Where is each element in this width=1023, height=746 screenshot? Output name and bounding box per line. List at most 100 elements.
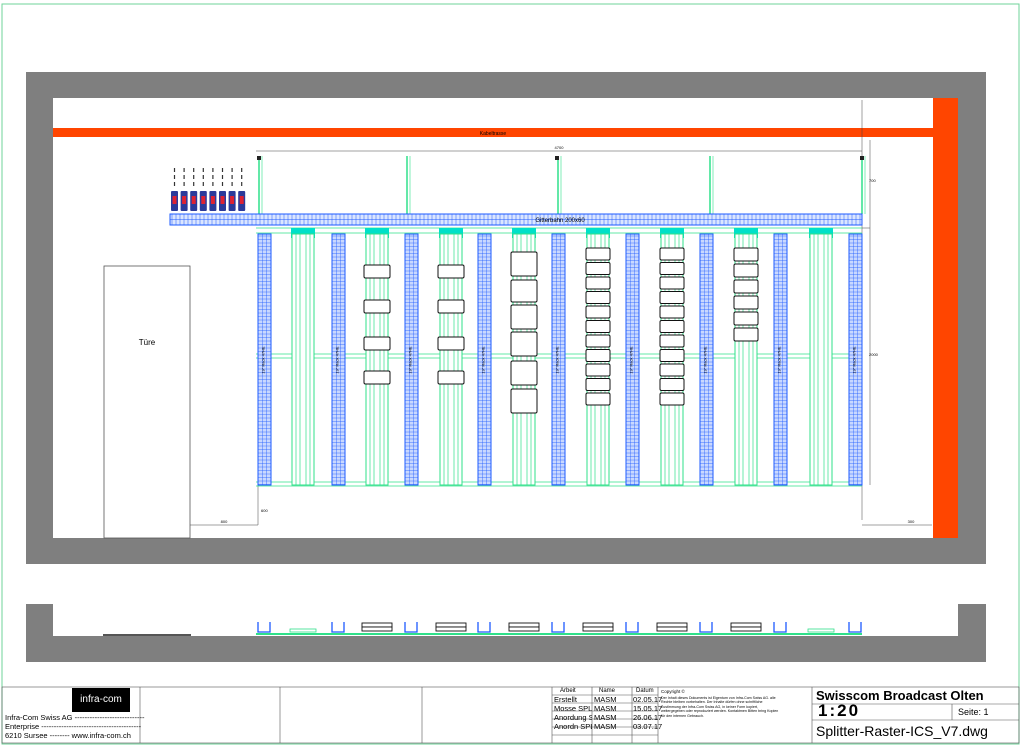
patch-panel (585, 392, 611, 406)
patch-panel (659, 276, 685, 290)
patch-panel (585, 378, 611, 391)
company-line-1: Infra-Com Swiss AG ---------------------… (5, 713, 145, 722)
patch-panel (733, 279, 759, 294)
project-title: Swisscom Broadcast Olten (816, 688, 984, 703)
blue-rack-frame (625, 233, 640, 486)
front-door (103, 634, 191, 636)
front-rack-device (582, 626, 614, 632)
splitter-chassis (510, 360, 538, 386)
patch-panel (585, 349, 611, 362)
patch-panel (437, 336, 465, 351)
rev-row-arbeit: Anordung SPL (554, 713, 592, 722)
blue-rack-frame (773, 233, 788, 486)
drop-anchor (860, 156, 864, 160)
splitter-port (210, 196, 215, 204)
copyright-title: Copyright © (661, 689, 685, 694)
green-rack-frame (365, 233, 389, 486)
green-rack (659, 228, 685, 486)
rev-col-name: MASM MASM MASM MASM (594, 695, 617, 731)
front-rack-row (257, 622, 862, 633)
patch-panel (585, 320, 611, 333)
cable-tray-label: Kabeltrasse (480, 131, 507, 137)
front-rack-device (656, 622, 688, 628)
rack-label: 19" Rack 47HE (335, 346, 340, 374)
patch-panel (659, 320, 685, 333)
rev-row-name: MASM (594, 695, 617, 704)
patch-panel (733, 311, 759, 326)
splitter-port (201, 196, 206, 204)
patch-panel (659, 334, 685, 348)
rack-label: 19" Rack 47HE (261, 346, 266, 374)
title-block (1, 686, 1020, 744)
rev-header-datum: Datum (636, 688, 654, 694)
patch-panel (659, 262, 685, 275)
blue-rack: 19" Rack 47HE (848, 233, 863, 486)
rack-label: 19" Rack 47HE (852, 346, 857, 374)
blue-rack: 19" Rack 47HE (551, 233, 566, 486)
front-blue-rack (331, 622, 345, 633)
gitterbahn (169, 213, 863, 226)
rack-top-cap (660, 228, 684, 238)
green-rack (585, 228, 611, 486)
patch-panel (659, 305, 685, 319)
dim-top: 4700 (555, 145, 565, 150)
front-rack-device (361, 622, 393, 628)
copyright-text: Der Inhalt dieses Dokuments ist Eigentum… (661, 696, 779, 718)
front-blue-rack (551, 622, 565, 633)
company-logo: infra-com (72, 688, 130, 712)
dim-bottom-right: 300 (908, 519, 915, 524)
drop-anchor (257, 156, 261, 160)
blue-rack-frame (404, 233, 419, 486)
dim-left-bottom: 600 (261, 508, 268, 513)
patch-panel (363, 370, 391, 385)
patch-panel (585, 305, 611, 319)
green-rack (437, 228, 465, 486)
green-rack-frame (291, 233, 315, 486)
blue-rack: 19" Rack 47HE (404, 233, 419, 486)
rev-col-datum: 02.05.17 15.05.17 26.06.17 03.07.17 (633, 695, 662, 731)
patch-panel (659, 392, 685, 406)
dim-right-top: 700 (869, 178, 876, 183)
rev-row-name: MASM (594, 704, 617, 713)
patch-panel (659, 349, 685, 362)
front-blue-rack (477, 622, 491, 633)
patch-panel (585, 363, 611, 377)
blue-rack-frame (331, 233, 346, 486)
front-blue-rack (773, 622, 787, 633)
rev-header-arbeit: Arbeit (560, 688, 576, 694)
dim-bottom-left: 800 (221, 519, 228, 524)
blue-rack-frame (477, 233, 492, 486)
front-rack-device (582, 622, 614, 628)
patch-panel (437, 299, 465, 314)
front-rack-device (656, 626, 688, 632)
rack-label: 19" Rack 47HE (703, 346, 708, 374)
front-rack-device (435, 626, 467, 632)
front-rack-device (435, 622, 467, 628)
rack-label: 19" Rack 47HE (777, 346, 782, 374)
front-blue-rack (699, 622, 713, 633)
front-blue-rack (404, 622, 418, 633)
rack-top-cap (586, 228, 610, 238)
splitter-port (220, 196, 225, 204)
page-number: Seite: 1 (958, 707, 989, 717)
patch-panel (363, 299, 391, 314)
rack-row: 19" Rack 47HE 19" Rack 47HE 19" Rack 47HE 1… (257, 228, 863, 486)
blue-rack: 19" Rack 47HE (625, 233, 640, 486)
rack-top-cap (512, 228, 536, 238)
front-rack-device (730, 626, 762, 632)
front-rack-device (730, 622, 762, 628)
dim-right-mid: 2000 (869, 352, 879, 357)
splitter-chassis (510, 279, 538, 303)
splitter-port (230, 196, 235, 204)
blue-rack: 19" Rack 47HE (477, 233, 492, 486)
rack-top-cap (365, 228, 389, 238)
patch-panel (659, 363, 685, 377)
rev-header-name: Name (599, 688, 616, 694)
front-blue-rack (848, 622, 862, 633)
patch-panel (585, 291, 611, 304)
company-line-3: 6210 Sursee -------- www.infra-com.ch (5, 731, 131, 740)
green-rack (291, 228, 315, 486)
blue-rack-frame (848, 233, 863, 486)
patch-panel (733, 327, 759, 342)
